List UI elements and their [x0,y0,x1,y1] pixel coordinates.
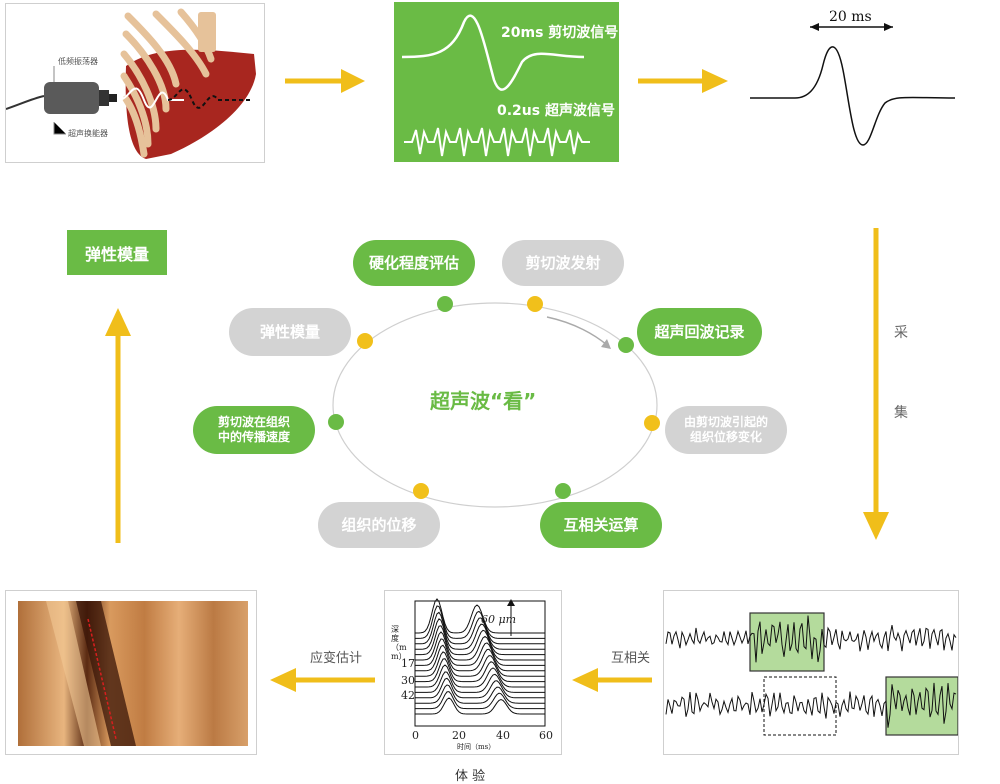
arrow-right-2 [638,69,728,93]
displacement-curve [415,625,545,656]
pulse-duration-label: 20 ms [829,9,872,25]
displacement-curve [415,691,545,710]
strain-image-panel [5,590,257,755]
cycle-dot-3 [618,337,634,353]
displacement-curve [415,664,545,688]
displacement-curve [415,658,545,683]
cycle-node-elastic-modulus: 弹性模量 [229,308,351,356]
x-tick-1: 20 [452,729,466,742]
vibrator-body [44,82,99,114]
strain-estimate-label: 应变估计 [310,651,363,666]
strain-trace-line [87,618,117,740]
pulse-trace [750,46,956,146]
cycle-ellipse [332,302,658,508]
strain-map [18,601,248,746]
spine [198,12,216,52]
rf-trace-1 [665,615,957,663]
acquire-label-2: 集 [894,405,908,421]
liver-probe-illustration: 低频振荡器 超声换能器 [5,3,265,163]
cycle-direction-arrow [546,316,608,346]
y-tick-0: 17 [401,657,415,670]
elastic-modulus-box: 弹性模量 [67,230,167,275]
displacement-curve [415,638,545,666]
displacement-curve [415,677,545,699]
arrow-down-right [863,228,889,540]
arrow-left-2 [572,668,652,692]
displacement-curve [415,684,545,704]
displacement-plot-panel: 60 μm 深度（mm） 17 30 42 0 20 40 60 时间（ms） [384,590,562,755]
x-tick-3: 60 [539,729,553,742]
rf-signals-panel [663,590,959,755]
liver-probe-drawing [6,8,256,159]
displacement-curve [415,644,545,672]
wave-stack [415,598,545,715]
acquire-label-1: 采 [894,325,908,341]
x-tick-0: 0 [412,729,419,742]
arrow-left-1 [270,668,375,692]
y-tick-1: 30 [401,674,415,687]
ribcage [120,8,215,158]
rf-signals [665,612,958,736]
cycle-node-cross-correlation: 互相关运算 [540,502,662,548]
tissue-shift-line-2: 组织位移变化 [689,430,762,444]
bottom-partial-text: 体 验 [455,769,486,784]
x-axis-label: 时间（ms） [457,743,496,751]
tissue-shift-line-1: 由剪切波引起的 [683,415,768,429]
x-tick-2: 40 [496,729,510,742]
displacement-curve [415,651,545,677]
displacement-curve [415,605,545,639]
cycle-node-echo-record: 超声回波记录 [637,308,762,356]
probe-cable [6,95,45,110]
elastic-modulus-text: 弹性模量 [84,244,149,264]
displacement-curve [415,697,545,715]
displacement-curve [415,611,545,645]
pulse-waveform: 20 ms [745,5,960,155]
displacement-curve [415,618,545,650]
cycle-dot-4 [644,415,660,431]
signal-panel: 20ms 剪切波信号 0.2us 超声波信号 [394,2,619,162]
displacement-curve [415,598,545,634]
signal-waves [401,14,590,157]
arrow-right-1 [285,69,365,93]
cycle-dot-6 [413,483,429,499]
cycle-dot-5 [555,483,571,499]
cycle-node-hardness-eval: 硬化程度评估 [353,240,475,286]
shear-wave-solid [117,87,184,109]
shear-signal-label: 20ms 剪切波信号 [501,25,619,41]
vibrator-label: 低频振荡器 [58,57,98,66]
propagation-line-1: 剪切波在组织 [217,415,290,429]
cycle-dot-7 [328,414,344,430]
shear-wave-signal [401,14,585,91]
cycle-dot-2 [527,296,543,312]
displacement-curves [414,598,546,727]
arrow-up-left [105,308,131,543]
ultrasound-signal-label: 0.2us 超声波信号 [497,103,615,119]
transducer-label: 超声换能器 [68,129,108,138]
rf-trace-2 [665,682,957,728]
y-axis-label: 深度（mm） [391,625,407,661]
cycle-node-displacement: 组织的位移 [318,502,440,548]
rf-window-dashed [763,676,837,736]
cycle-node-tissue-shift: 由剪切波引起的 组织位移变化 [665,406,787,454]
correlation-label: 互相关 [611,651,651,666]
displacement-curve [415,671,545,693]
displacement-curve [415,631,545,661]
propagation-line-2: 中的传播速度 [217,430,290,444]
y-tick-2: 42 [401,689,415,702]
shear-wave-dashed [167,88,251,109]
cycle-center-title: 超声波“看” [430,389,537,413]
cycle-node-propagation-speed: 剪切波在组织 中的传播速度 [193,406,315,454]
ultrasound-signal [404,127,590,157]
cycle-dot-8 [357,333,373,349]
cycle-dot-1 [437,296,453,312]
amplitude-annotation: 60 μm [481,613,517,626]
cycle-node-shear-emit: 剪切波发射 [502,240,624,286]
